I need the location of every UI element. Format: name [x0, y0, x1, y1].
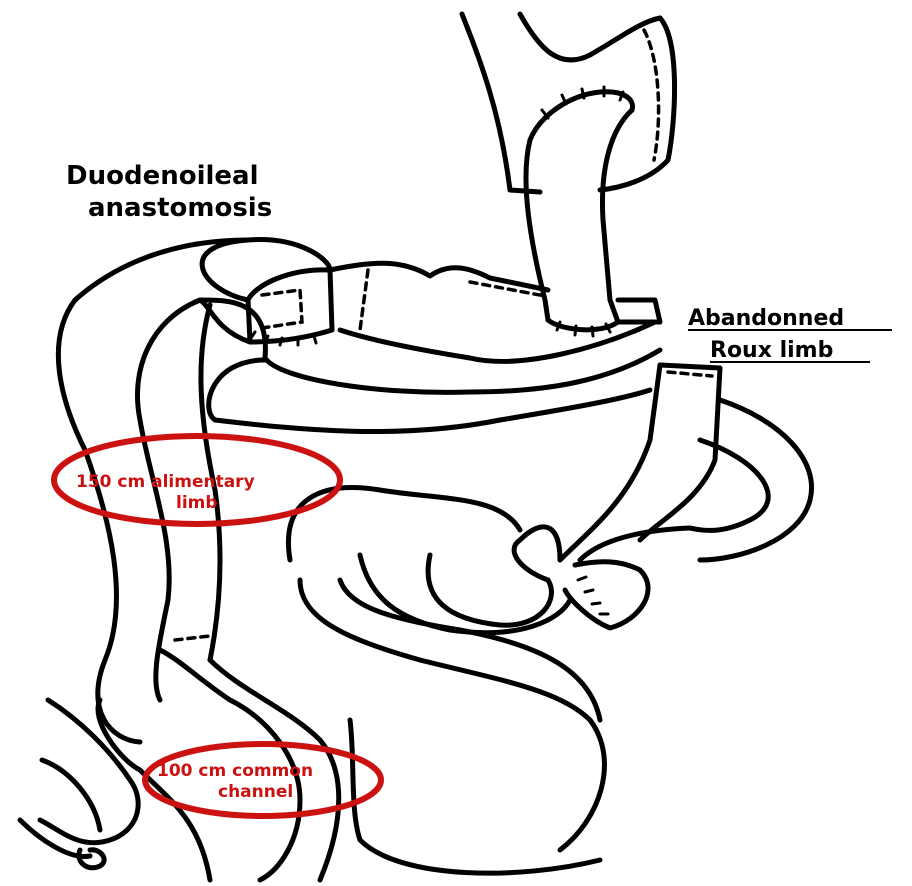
cecum — [20, 700, 138, 868]
alimentary-limb-label-line1: 150 cm alimentary — [76, 472, 255, 492]
duodenoileal-label-line1: Duodenoileal — [66, 161, 259, 191]
duodenoileal-label-line2: anastomosis — [88, 193, 272, 223]
common-channel-label-line2: channel — [218, 782, 293, 802]
abandoned-roux-label-line2: Roux limb — [710, 338, 833, 363]
alimentary-limb-label-line2: limb — [176, 493, 218, 513]
esophagus-gastric-pouch — [462, 14, 675, 192]
common-channel-label-line1: 100 cm common — [157, 761, 313, 781]
roux-limb-to-pouch — [526, 110, 632, 336]
duodenoileal-anastomosis — [248, 270, 332, 345]
abandoned-roux-label-line1: Abandonned — [688, 306, 844, 331]
